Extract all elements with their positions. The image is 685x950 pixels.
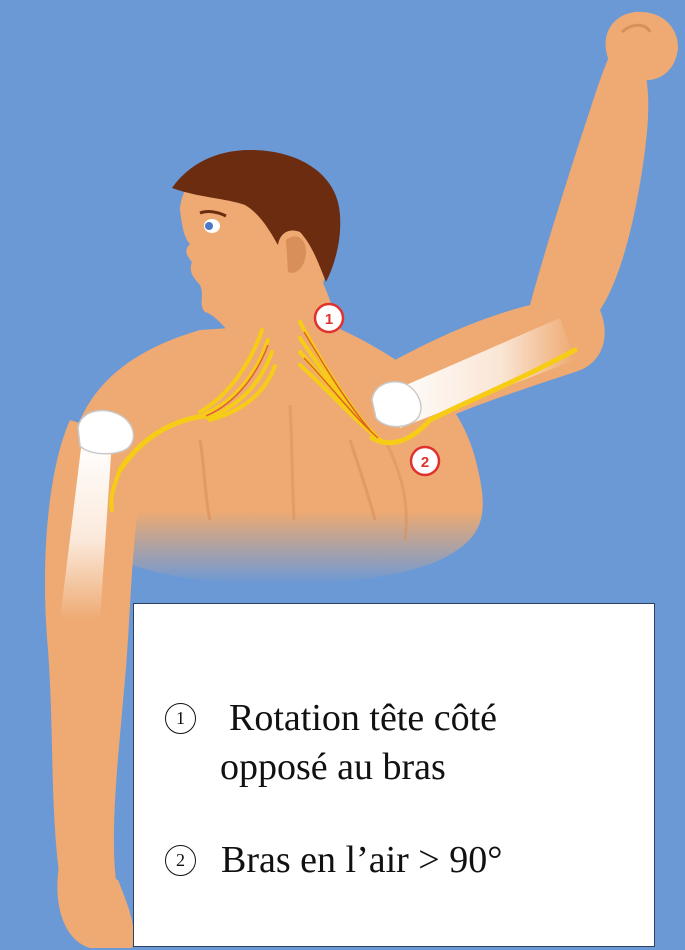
badge-1: 1: [315, 304, 343, 332]
badge-2-label: 2: [421, 454, 429, 471]
badge-2: 2: [411, 447, 439, 475]
legend-box: 1 Rotation tête côté opposé au bras 2 Br…: [133, 603, 655, 947]
legend-item-2: 2 Bras en l’air > 90°: [165, 838, 502, 882]
iris: [205, 222, 213, 230]
legend-item-1-text-line1: Rotation tête côté: [229, 697, 497, 739]
legend-item-1-number: 1: [165, 703, 196, 734]
legend-item-2-number: 2: [165, 845, 196, 876]
legend-item-1: 1 Rotation tête côté: [165, 696, 497, 740]
badge-1-label: 1: [325, 311, 333, 328]
legend-item-2-text: Bras en l’air > 90°: [221, 839, 502, 881]
legend-item-1-line2: opposé au bras: [220, 745, 446, 789]
legend-item-1-text-line2: opposé au bras: [220, 746, 446, 788]
